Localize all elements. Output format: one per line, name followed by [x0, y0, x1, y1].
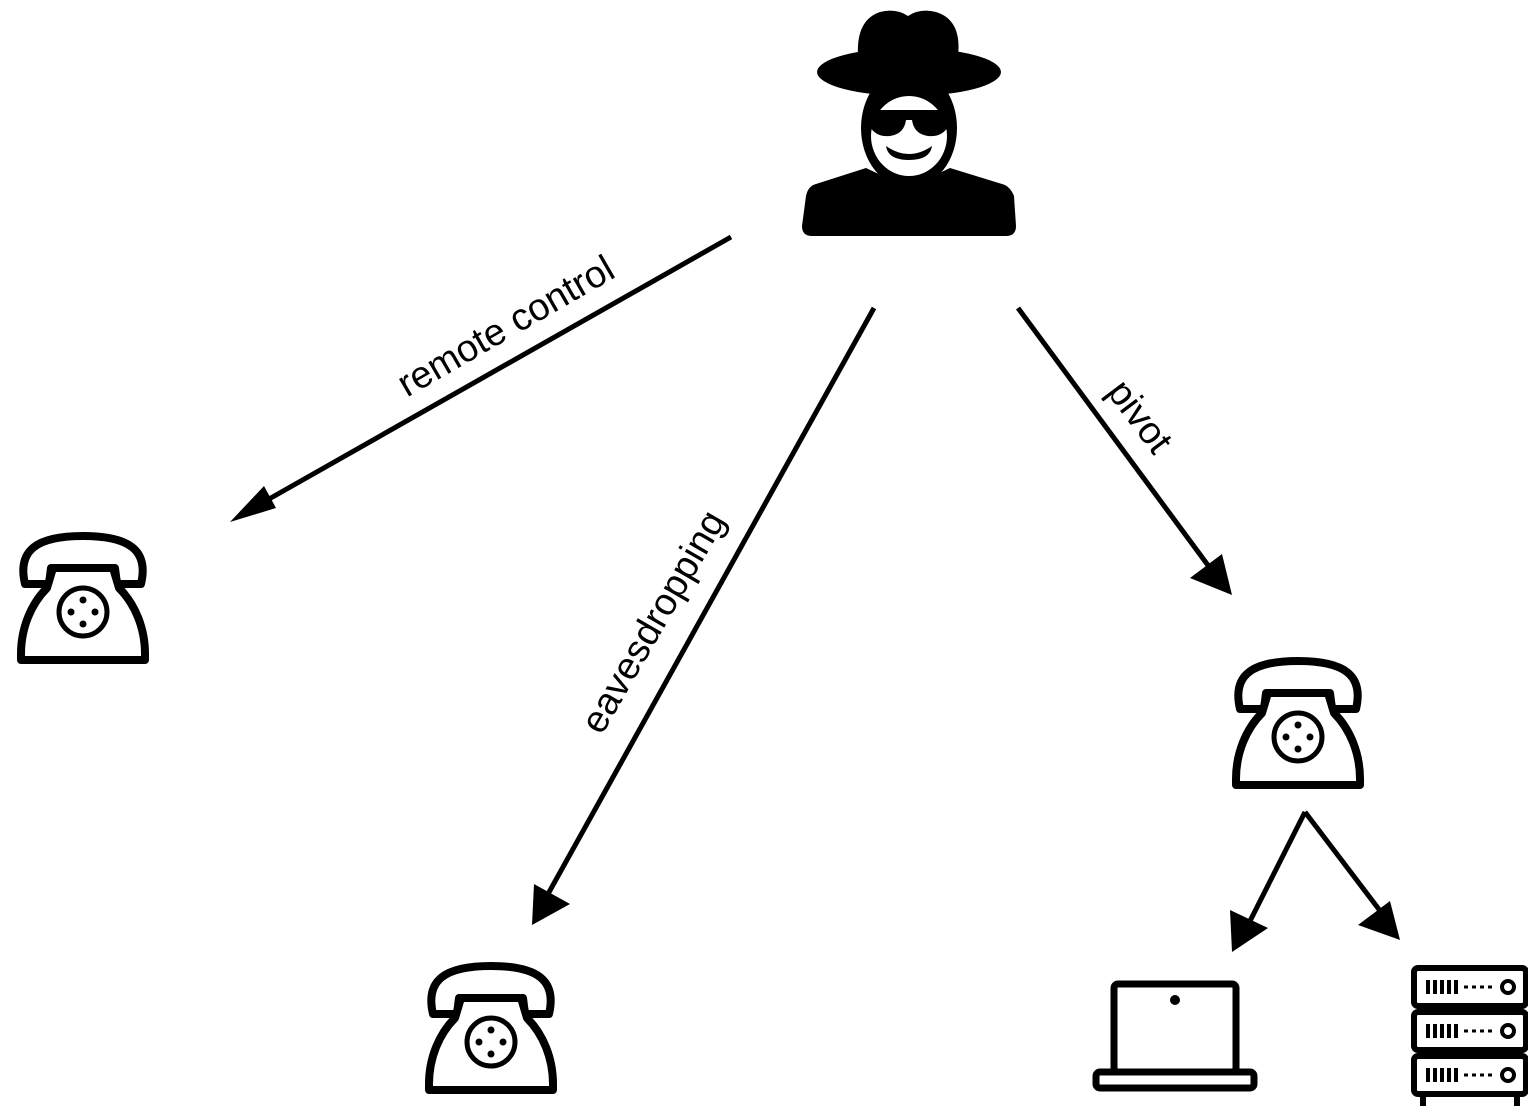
- hacker-icon: [802, 10, 1016, 236]
- arrowhead-icon: [1230, 910, 1268, 952]
- edge-to-laptop: [1230, 810, 1308, 952]
- edge-remote-control: [230, 234, 733, 522]
- edge-label-pivot: pivot: [1099, 372, 1181, 462]
- arrowhead-icon: [230, 486, 276, 522]
- edge-label-remote-control: remote control: [390, 248, 621, 406]
- telephone-icon: [1236, 661, 1360, 785]
- arrowhead-icon: [532, 884, 570, 925]
- arrowhead-icon: [1190, 554, 1232, 595]
- arrowhead-icon: [1358, 901, 1400, 940]
- edge-pivot: [1015, 306, 1232, 595]
- server-rack-icon: [1411, 965, 1528, 1106]
- telephone-icon: [21, 536, 145, 660]
- edge-to-server: [1303, 810, 1400, 940]
- telephone-icon: [429, 966, 553, 1090]
- laptop-icon: [1092, 980, 1258, 1092]
- edge-eavesdropping: [532, 306, 877, 925]
